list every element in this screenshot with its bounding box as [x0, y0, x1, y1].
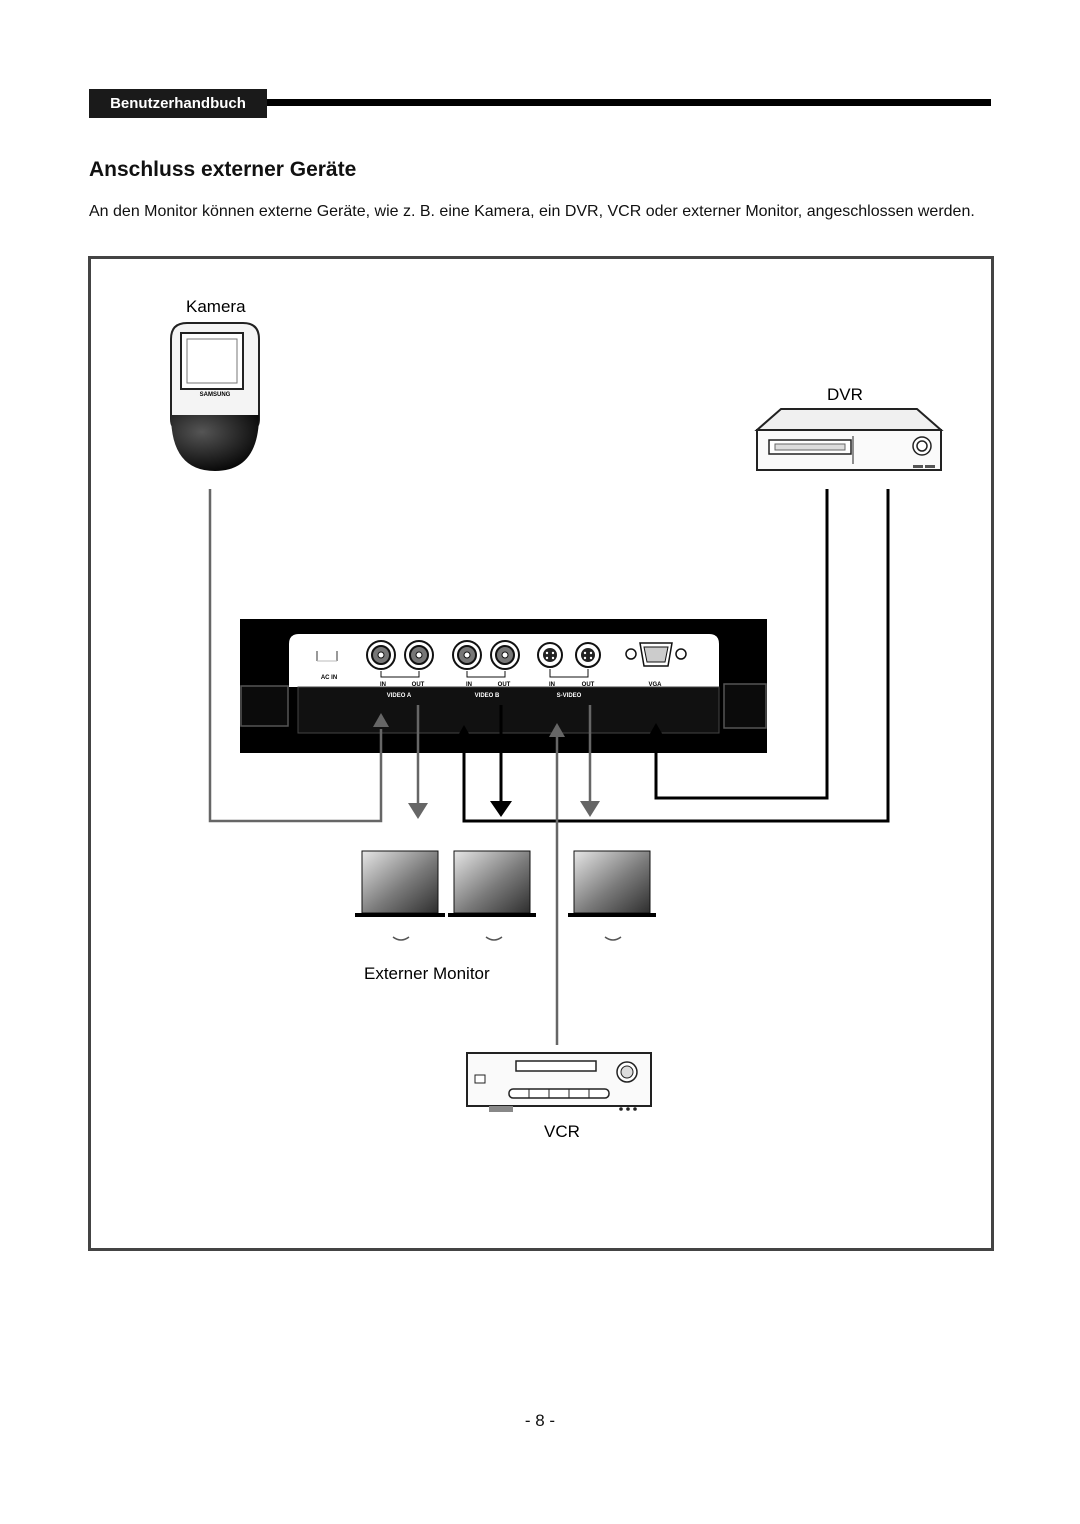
intro-paragraph: An den Monitor können externe Geräte, wi… [89, 203, 975, 220]
vcr-label: VCR [544, 1122, 580, 1141]
dvr-vga-cable [648, 489, 829, 800]
video-b-out-cable [490, 705, 512, 817]
ac-in-port-icon [316, 651, 338, 662]
dvr-icon [754, 408, 944, 471]
camera-icon: SAMSUNG [170, 322, 260, 471]
dvr-video-cable [456, 489, 890, 823]
external-monitor-label: Externer Monitor [364, 964, 490, 983]
s-video-out-label: OUT [582, 682, 595, 688]
page-number: - 8 - [524, 1411, 556, 1430]
page-title: Anschluss externer Geräte [89, 158, 357, 181]
camera-label: Kamera [186, 297, 246, 316]
s-video-out-cable [580, 705, 600, 817]
video-a-in-label: IN [380, 682, 386, 688]
vga-connector-icon [625, 642, 687, 667]
video-b-label: VIDEO B [475, 693, 500, 699]
connection-diagram: Kamera DVR Externer Monitor VCR SAMSUNG [88, 256, 994, 1251]
video-b-out-connector-icon [490, 640, 520, 670]
s-video-label: S-VIDEO [557, 693, 582, 699]
external-monitor-3-icon [568, 850, 656, 941]
camera-cable [208, 489, 389, 823]
external-monitor-2-icon [448, 850, 536, 941]
video-a-label: VIDEO A [387, 693, 412, 699]
header-rule [267, 99, 991, 106]
s-video-in-connector-icon [537, 642, 563, 668]
vga-label: VGA [648, 682, 662, 688]
vcr-icon [466, 1052, 652, 1112]
video-b-in-label: IN [466, 682, 472, 688]
video-a-out-label: OUT [412, 682, 425, 688]
vcr-cable [549, 723, 565, 1045]
monitor-rear-panel: AC IN [240, 619, 767, 753]
video-b-out-label: OUT [498, 682, 511, 688]
s-video-out-connector-icon [575, 642, 601, 668]
external-monitor-1-icon [355, 850, 445, 941]
video-a-out-connector-icon [404, 640, 434, 670]
dvr-label: DVR [827, 385, 863, 404]
manual-header-tag: Benutzerhandbuch [89, 89, 267, 118]
ac-in-label: AC IN [321, 675, 337, 681]
video-a-in-connector-icon [366, 640, 396, 670]
video-b-in-connector-icon [452, 640, 482, 670]
camera-brand: SAMSUNG [200, 392, 231, 398]
video-a-out-cable [408, 705, 428, 819]
s-video-in-label: IN [549, 682, 555, 688]
